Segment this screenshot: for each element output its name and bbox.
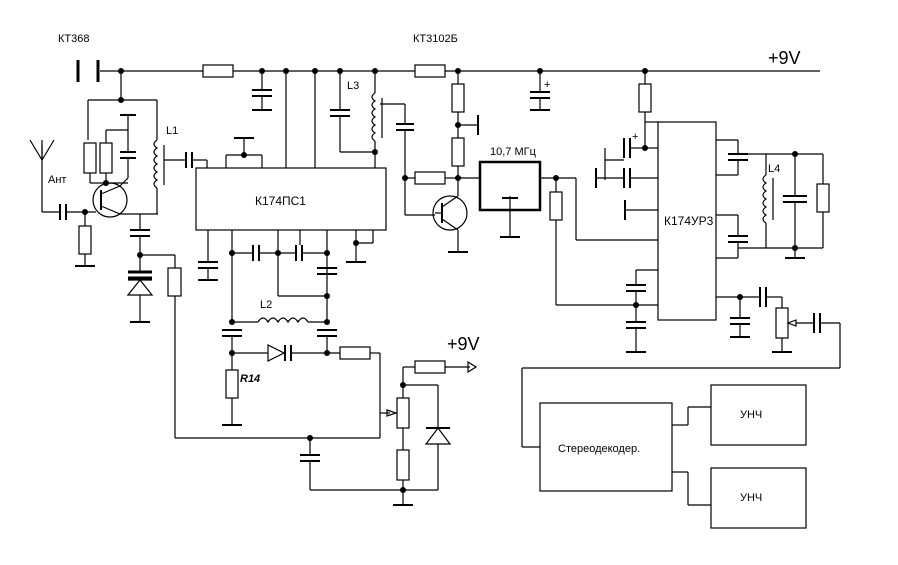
amp-top-label: УНЧ	[740, 409, 762, 421]
antenna-label: Ант	[48, 174, 66, 186]
if-chip	[521, 71, 841, 448]
stereo-decoder-label: Стереодекодер.	[558, 443, 640, 455]
mixer-chip	[195, 71, 387, 322]
supply-top-label: +9V	[768, 48, 801, 68]
stereo-output-section	[539, 384, 807, 529]
resistor-r14-label: R14	[240, 373, 260, 385]
amp-bottom-label: УНЧ	[740, 492, 762, 504]
if-amp-stage	[330, 71, 658, 306]
filter-label: 10,7 МГц	[490, 146, 537, 158]
chip-mixer-label: К174ПС1	[255, 194, 306, 208]
chip-if-label: К174УР3	[664, 214, 714, 228]
transistor-top-label: КТ368	[58, 33, 89, 45]
transistor-mid-label: КТ3102Б	[413, 33, 458, 45]
oscillator-section	[222, 317, 478, 506]
coil-l2-label: L2	[260, 299, 272, 311]
supply-rail	[76, 60, 820, 82]
plus-sign-2: +	[632, 131, 638, 143]
rf-stage	[29, 71, 380, 441]
supply-mid-label: +9V	[447, 334, 480, 354]
coil-l1-label: L1	[166, 125, 178, 137]
coil-l4-label: L4	[768, 163, 780, 175]
plus-sign-1: +	[544, 79, 550, 91]
coil-l3-label: L3	[347, 80, 359, 92]
